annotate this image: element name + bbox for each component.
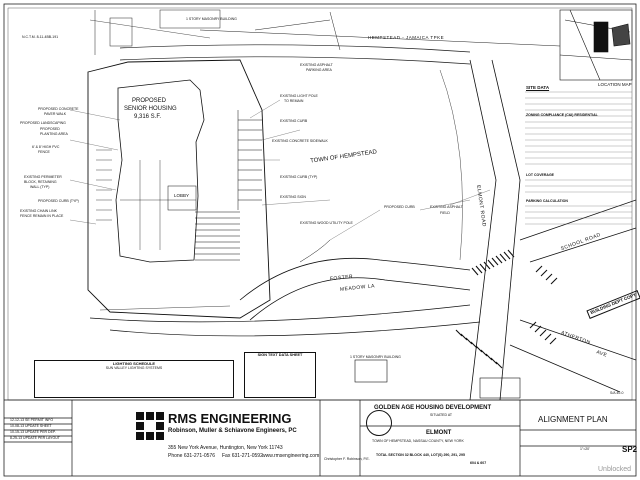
existing-bottom-buildings bbox=[354, 359, 521, 399]
place-name: ELMONT bbox=[426, 430, 452, 436]
note-left: PLANTING AREA bbox=[40, 132, 68, 136]
turnpike-label: HEMPSTEAD - JAMAICA TPKE bbox=[368, 35, 445, 40]
location-map-inset bbox=[559, 9, 633, 81]
lot-coverage-heading: LOT COVERAGE bbox=[526, 173, 555, 177]
note-right: EXISTING CURB bbox=[280, 119, 308, 123]
building-label-2: SENIOR HOUSING bbox=[124, 106, 177, 112]
logo-square bbox=[156, 432, 164, 440]
note-left: PROPOSED CONCRETE bbox=[38, 107, 79, 111]
firm-web: www.rmsengineering.com bbox=[262, 453, 320, 459]
note-right: EXISTING CONCRETE SIDEWALK bbox=[272, 139, 328, 143]
situated-at: SITUATED AT bbox=[430, 413, 453, 417]
note-left: PROPOSED CURB (TYP) bbox=[38, 199, 79, 203]
building-area: 9,316 S.F. bbox=[134, 114, 162, 120]
engineer-seal bbox=[366, 410, 392, 436]
logo-square bbox=[156, 412, 164, 420]
site-data-heading: SITE DATA bbox=[526, 85, 550, 90]
note-right: EXISTING CURB (TYP) bbox=[280, 175, 318, 179]
note-right: EXISTING ASPHALT bbox=[430, 205, 463, 209]
bottom-street bbox=[89, 304, 481, 337]
proposed-building bbox=[115, 79, 205, 263]
firm-phone: Phone 631-271-0576 bbox=[168, 453, 215, 459]
note-right: EXISTING SIGN bbox=[280, 195, 306, 199]
firm-name: RMS ENGINEERING bbox=[168, 411, 292, 426]
sheet-title: ALIGNMENT PLAN bbox=[538, 415, 608, 424]
firm-full-name: Robinson, Muller & Schiavone Engineers, … bbox=[168, 428, 297, 434]
note-left: N.C.T.M. 8-11-4BB-191 bbox=[22, 35, 59, 39]
location-map-label: LOCATION MAP bbox=[598, 82, 632, 87]
logo-square bbox=[146, 432, 154, 440]
firm-address: 355 New York Avenue, Huntington, New Yor… bbox=[168, 445, 283, 451]
project-title: GOLDEN AGE HOUSING DEVELOPMENT bbox=[374, 405, 492, 411]
note-left: FENCE REMAIN IN PLACE bbox=[20, 214, 64, 218]
note-left: EXISTING PERIMETER bbox=[24, 175, 62, 179]
tax-lots: 604 & 607 bbox=[470, 461, 487, 465]
sign-text-title: SIGN TEXT DATA SHEET bbox=[257, 353, 303, 357]
note-left: 6' & 8' HIGH PVC bbox=[32, 145, 60, 149]
lobby-label: LOBBY bbox=[174, 193, 190, 198]
note-left: PAVER WALK bbox=[44, 112, 67, 116]
building-label-1: PROPOSED bbox=[132, 98, 167, 104]
note-right: EXISTING WOOD UTILITY POLE bbox=[300, 221, 353, 225]
leader-lines bbox=[69, 99, 491, 241]
town-county: TOWN OF HEMPSTEAD, NASSAU COUNTY, NEW YO… bbox=[372, 439, 464, 443]
existing-building-bottom: 1 STORY MASONRY BUILDING bbox=[350, 355, 401, 359]
logo-square bbox=[146, 412, 154, 420]
parking-stalls bbox=[237, 110, 262, 210]
note-right: EXISTING ASPHALT bbox=[300, 63, 333, 67]
note-left: PROPOSED bbox=[40, 127, 60, 131]
revision-row: 8-25-13 UPDATE PER LAYOUT bbox=[10, 436, 60, 440]
left-parking-stalls bbox=[96, 149, 112, 221]
sheet-ref: S/A 40-0 bbox=[610, 391, 624, 395]
watermark: Unblocked bbox=[598, 466, 632, 473]
revision-row: 12-12-13 SE PERMIT INFO bbox=[10, 418, 54, 422]
engineer-name: Christopher F. Robinson, P.E. bbox=[324, 457, 370, 461]
parking-heading: PARKING CALCULATION bbox=[526, 199, 568, 203]
note-left: EXISTING CHAIN LINK bbox=[20, 209, 57, 213]
right-data-panel bbox=[525, 91, 632, 225]
site-boundary bbox=[87, 59, 271, 319]
lighting-schedule-table: LIGHTING SCHEDULE SUN VALLEY LIGHTING SY… bbox=[34, 360, 234, 398]
note-right: PROPOSED CURB bbox=[384, 205, 415, 209]
note-right: PARKING AREA bbox=[306, 68, 332, 72]
atherton-ave bbox=[509, 319, 637, 393]
lighting-schedule-title: LIGHTING SCHEDULE bbox=[112, 361, 156, 366]
note-left: WALL (TYP) bbox=[30, 185, 50, 189]
note-left: PROPOSED LANDSCAPING bbox=[20, 121, 66, 125]
logo-square bbox=[136, 422, 144, 430]
title-block-lines bbox=[4, 399, 636, 476]
sign-text-table: SIGN TEXT DATA SHEET bbox=[244, 352, 316, 398]
revision-row: 10-08-13 UPDATE SHEET bbox=[10, 424, 52, 428]
zoning-heading: ZONING COMPLIANCE (C&I) RESIDENTIAL bbox=[526, 113, 598, 117]
foster-meadow-lane bbox=[239, 239, 471, 321]
note-right: FIELD bbox=[440, 211, 450, 215]
note-left: FENCE bbox=[38, 150, 50, 154]
logo-square bbox=[136, 432, 144, 440]
drawing-scale: 1"=20' bbox=[580, 447, 590, 451]
note-right: TO REMAIN bbox=[284, 99, 304, 103]
logo-square bbox=[156, 422, 164, 430]
elmont-road bbox=[439, 59, 521, 401]
crosswalks bbox=[455, 249, 558, 369]
top-lots bbox=[94, 9, 341, 55]
note-left: BLOCK, RETAINING bbox=[24, 180, 57, 184]
lighting-schedule-subtitle: SUN VALLEY LIGHTING SYSTEMS bbox=[105, 366, 163, 370]
hatched-entry bbox=[195, 211, 240, 261]
firm-fax: Fax 631-271-0592 bbox=[222, 453, 263, 459]
note-right: EXISTING LIGHT POLE bbox=[280, 94, 318, 98]
sheet-number: SP2 bbox=[622, 445, 638, 454]
school-road bbox=[519, 199, 637, 263]
existing-building-top: 1 STORY MASONRY BUILDING bbox=[186, 17, 237, 21]
logo-square bbox=[136, 412, 144, 420]
turnpike-road bbox=[89, 19, 561, 65]
tax-section: TOTAL SECTION 32 BLOCK 440, LOT(S) 290, … bbox=[376, 453, 465, 457]
revision-row: 10-15-13 UPDATE PER DEP. bbox=[10, 430, 56, 434]
